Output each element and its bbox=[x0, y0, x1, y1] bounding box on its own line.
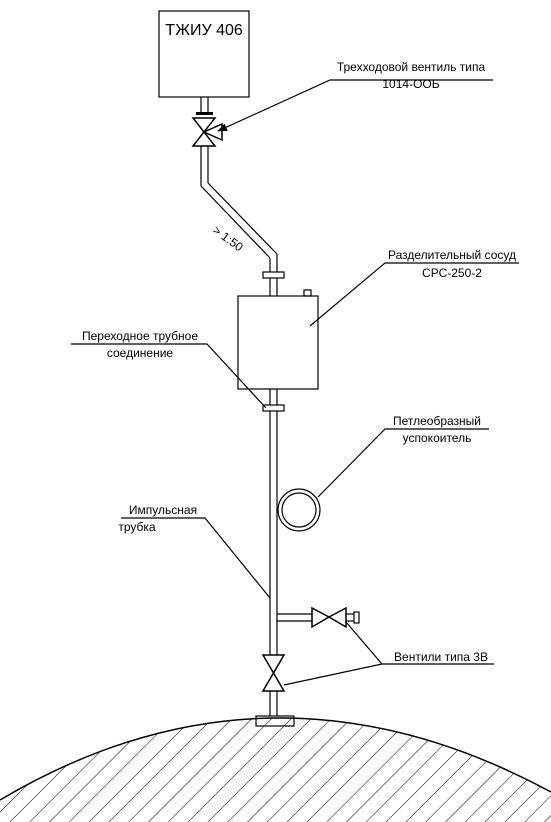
main-impulse-tube bbox=[269, 411, 278, 655]
label-damper-2: успокоитель bbox=[403, 431, 472, 445]
leader-bottom-valve bbox=[283, 663, 383, 686]
label-impulse-tube-1: Импульсная bbox=[129, 503, 197, 517]
leader-lines bbox=[71, 79, 519, 686]
label-three-way-valve-1: Трехходовой вентиль типа bbox=[337, 60, 486, 74]
three-way-valve-symbol bbox=[191, 117, 223, 147]
separator-plug bbox=[303, 289, 312, 297]
separator-body bbox=[237, 295, 319, 390]
label-adapter-1: Переходное трубное bbox=[82, 329, 198, 343]
label-three-way-valve-2: 1014-ООБ bbox=[382, 77, 439, 91]
leader-separator bbox=[309, 262, 519, 327]
instrument-title: ТЖИУ 406 bbox=[165, 22, 243, 39]
leader-damper bbox=[317, 428, 489, 498]
lower-flange bbox=[262, 404, 285, 412]
leader-impulse-tube bbox=[121, 517, 271, 599]
label-damper-1: Петлеобразный bbox=[393, 414, 481, 428]
label-separator-1: Разделительный сосуд bbox=[388, 248, 516, 262]
side-valve-right bbox=[327, 606, 347, 629]
label-adapter-2: соединение bbox=[107, 346, 174, 360]
leader-adapter bbox=[71, 343, 267, 409]
separator-vessel bbox=[237, 289, 319, 390]
side-branch-cap bbox=[353, 611, 360, 624]
side-valve-left bbox=[311, 606, 331, 629]
bottom-valve-symbol bbox=[261, 654, 286, 692]
sloped-impulse-pipe bbox=[200, 146, 278, 272]
label-separator-2: СРС-250-2 bbox=[422, 266, 482, 280]
label-impulse-tube-2: трубка bbox=[118, 520, 156, 534]
instrument-box bbox=[158, 10, 250, 98]
leader-three-way-valve bbox=[217, 79, 493, 132]
loop-damper bbox=[277, 488, 321, 532]
side-branch bbox=[277, 606, 360, 629]
stub-pipe bbox=[196, 97, 213, 115]
label-valves: Вентили типа 3В bbox=[394, 650, 488, 664]
upper-flange bbox=[262, 271, 285, 279]
instrument-device: ТЖИУ 406 bbox=[158, 10, 250, 98]
